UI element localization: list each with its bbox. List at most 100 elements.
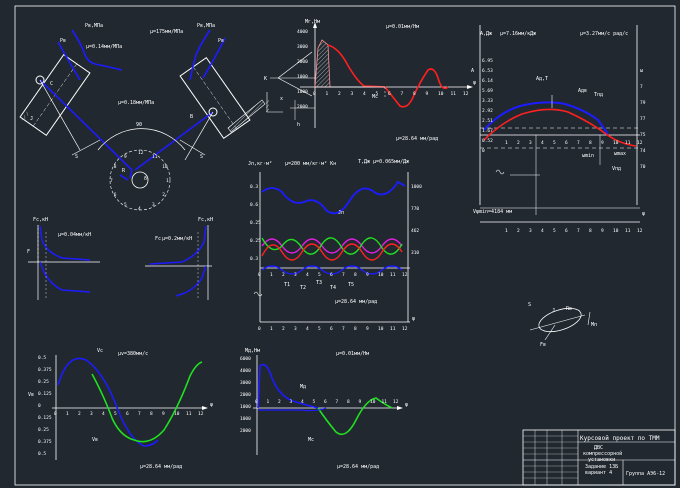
title-block-org: Группа АЭ6-12: [626, 471, 665, 477]
energy-tick-x2-1: 2: [517, 228, 520, 234]
moment-mc: Mс: [372, 94, 378, 100]
engine-label-b: В: [190, 114, 193, 120]
crank-number-2: 10: [162, 164, 168, 170]
engine-label-s-left: S: [75, 154, 78, 160]
crank-number-0: 12: [138, 150, 144, 156]
moment-fi: φ: [473, 80, 476, 86]
moment-tick-y-2: 2000: [297, 59, 308, 65]
crank-number-5: 3: [152, 202, 155, 208]
moment-tick-x-3: 3: [351, 91, 354, 97]
velocity-vb: Vв: [92, 437, 98, 443]
mass-tick-x-8: 8: [354, 272, 357, 278]
torque-phi-scale: μ=28.64 мм/рад: [337, 464, 379, 470]
moment-tick-x-1: 1: [326, 91, 329, 97]
small-left-axis: F: [27, 249, 30, 255]
torque-tick-x-4: 4: [301, 399, 304, 405]
energy-tick-x2-8: 9: [601, 228, 604, 234]
mass-tick-x-4: 4: [306, 272, 309, 278]
mass-tick-y-4: 0.3: [250, 256, 258, 262]
mass-tick-x-1: 1: [270, 272, 273, 278]
energy-tick-x-0: 1: [505, 140, 508, 146]
engine-label-r: R: [122, 168, 126, 174]
sketch-s: S: [528, 302, 531, 308]
energy-tick-x-1: 2: [517, 140, 520, 146]
title-block-subject-2: компрессорной: [583, 451, 622, 457]
moment-tick-x-10: 10: [438, 91, 444, 97]
moment-tick-y-0: 4000: [297, 29, 308, 35]
energy-tick-x-6: 7: [577, 140, 580, 146]
velocity-tick-x-10: 10: [174, 411, 180, 417]
energy-scale: μ=7.16мм/кДж: [500, 31, 536, 37]
energy-tick-x-2: 3: [529, 140, 532, 146]
engine-label-d: δ: [144, 176, 147, 182]
moment-tick-x-6: 6: [388, 91, 391, 97]
mass-tick-x2-5: 5: [318, 326, 321, 332]
energy-tick-x2-5: 6: [565, 228, 568, 234]
mass-tick-y-3: 0.25: [250, 238, 261, 244]
mass-tick-y-2: 0.25: [250, 220, 261, 226]
torque-tick-x-11: 11: [382, 399, 388, 405]
sheet-frame: [14, 5, 676, 486]
torque-m1: Mд: [300, 384, 306, 390]
torque-chart: [253, 355, 403, 455]
torque-tick-x-0: 0: [255, 399, 258, 405]
velocity-ylabel: Vв: [28, 392, 34, 398]
mass-t4: T4: [330, 285, 336, 291]
velocity-tick-x-11: 11: [186, 411, 192, 417]
flywheel-sketch: [529, 307, 591, 341]
sketch-f: Fв: [540, 342, 546, 348]
velocity-tick-y-4: 0: [38, 403, 41, 409]
velocity-tick-y-7: 0.375: [38, 439, 52, 445]
energy-tick-y-0: 6.95: [482, 58, 493, 64]
crank-number-9: 7: [110, 178, 113, 184]
energy-adt: Aд,Т: [536, 76, 548, 82]
energy-tn: Tпд: [594, 92, 603, 98]
torque-scale: μ=0.01мм/Нм: [336, 351, 369, 357]
mass-tick-x-0: 0: [258, 272, 261, 278]
velocity-tick-x-8: 8: [150, 411, 153, 417]
energy-w: ω: [640, 68, 643, 74]
energy-ticks: 6.956.536.145.693.332.922.511.670.520779…: [482, 58, 646, 234]
engine-label-scale-left: μ=0.14мм/МПа: [86, 44, 122, 50]
engine-label-s-right: S: [200, 154, 203, 160]
energy-title: A,Дж: [480, 31, 492, 37]
moment-phi-scale: μ=28.64 мм/рад: [396, 136, 438, 142]
energy-omin: ωmin: [582, 153, 594, 159]
small-force-left: [28, 225, 100, 300]
engine-label-c: C: [50, 81, 53, 87]
engine-label-pv-left: Pв,МПа: [85, 23, 103, 29]
mass-phi: φ: [412, 316, 415, 322]
title-block-subject-1: ДВС: [594, 445, 603, 451]
mass-tick-x-2: 2: [282, 272, 285, 278]
energy-tick-x2-9: 10: [613, 228, 619, 234]
torque-ylabel: Mд,Нм: [245, 348, 260, 354]
moment-tick-y-1: 3000: [297, 44, 308, 50]
mass-chart: [253, 172, 410, 323]
mass-tick-x2-7: 7: [342, 326, 345, 332]
mass-tick-x2-8: 8: [354, 326, 357, 332]
mass-phi-scale: μ=28.64 мм/рад: [335, 299, 377, 305]
mass-tick-x-11: 11: [390, 272, 396, 278]
energy-tick-r-3: 75: [640, 132, 646, 138]
torque-m2: Mс: [308, 437, 314, 443]
sketch-j: J: [552, 308, 555, 314]
energy-a: A: [471, 68, 474, 74]
energy-tick-x2-3: 4: [541, 228, 544, 234]
mass-t5: T5: [348, 282, 354, 288]
torque-tick-y-6: 2000: [240, 428, 251, 434]
energy-tick-y-4: 3.33: [482, 98, 493, 104]
energy-tick-r-5: 70: [640, 164, 646, 170]
velocity-tick-y-8: 0.5: [38, 451, 46, 457]
energy-tick-x-5: 6: [565, 140, 568, 146]
energy-tick-y-2: 6.14: [482, 78, 493, 84]
velocity-tick-x-1: 1: [66, 411, 69, 417]
moment-tick-y-4: 1000: [297, 89, 308, 95]
velocity-tick-y-0: 0.5: [38, 355, 46, 361]
mass-tick-x-9: 9: [366, 272, 369, 278]
energy-tick-r-2: 77: [640, 116, 646, 122]
mass-tick-x2-3: 3: [294, 326, 297, 332]
energy-tick-x2-7: 8: [589, 228, 592, 234]
crank-number-11: 9: [124, 154, 127, 160]
